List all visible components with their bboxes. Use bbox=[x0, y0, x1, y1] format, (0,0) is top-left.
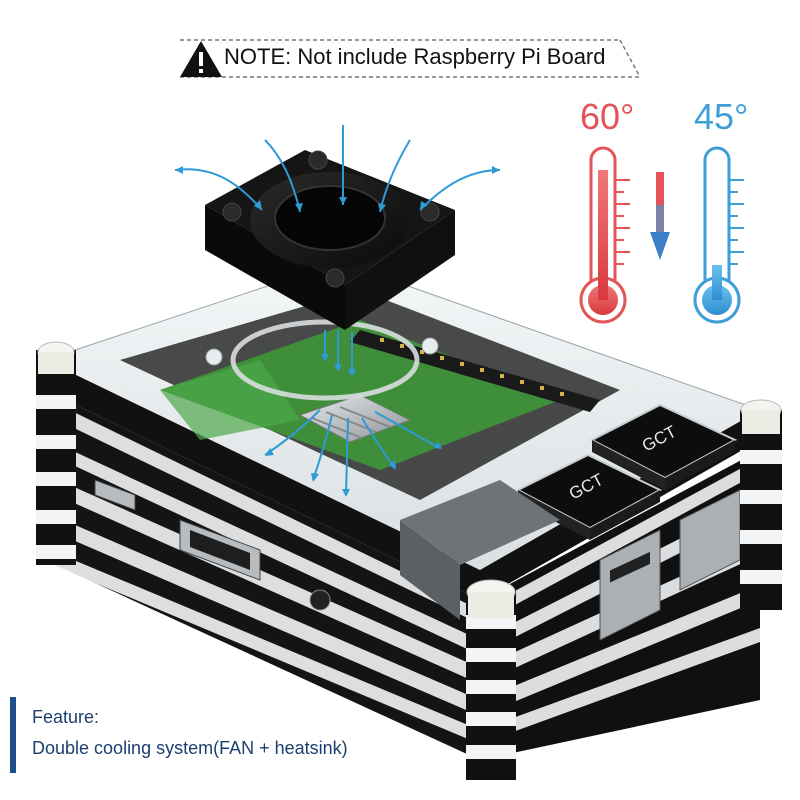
feature-accent-bar bbox=[10, 697, 16, 773]
feature-title: Feature: bbox=[32, 707, 100, 727]
note-text: NOTE: Not include Raspberry Pi Board bbox=[224, 44, 606, 69]
usb-ports bbox=[599, 489, 741, 641]
audio-jack bbox=[309, 589, 331, 611]
down-arrow-icon bbox=[650, 172, 670, 260]
ethernet-port bbox=[400, 480, 560, 620]
board-heatsink bbox=[298, 394, 412, 443]
gct-heatsink-2 bbox=[589, 403, 738, 490]
thermometer-cool-icon bbox=[693, 146, 744, 324]
corner-post-front bbox=[466, 579, 516, 780]
temperature-cool-label: 45° bbox=[694, 96, 749, 137]
airflow-arrowheads bbox=[175, 166, 500, 497]
feature-callout: Feature: Double cooling system(FAN + hea… bbox=[10, 697, 430, 773]
note-banner bbox=[180, 39, 641, 78]
hdmi-port bbox=[179, 519, 261, 581]
thermometer-hot-icon bbox=[579, 146, 630, 324]
micro-usb-port bbox=[94, 479, 136, 511]
gct-heatsink-1 bbox=[515, 453, 663, 540]
feature-description: Double cooling system(FAN + heatsink) bbox=[32, 738, 348, 758]
fan-icon bbox=[205, 150, 455, 330]
corner-post-right bbox=[740, 399, 782, 610]
case-body bbox=[36, 261, 782, 780]
warning-icon bbox=[180, 41, 222, 77]
temperature-hot-label: 60° bbox=[580, 96, 635, 137]
corner-post-left bbox=[36, 341, 76, 565]
